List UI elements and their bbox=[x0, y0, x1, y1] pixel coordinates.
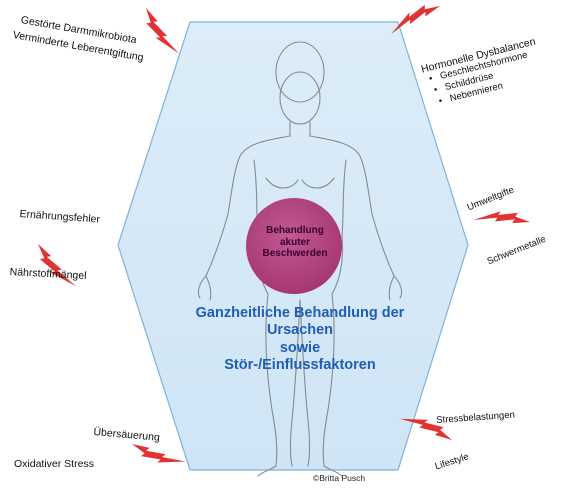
label-oxidative-stress: Oxidativer Stress bbox=[14, 458, 94, 470]
lightning-icon-top-left bbox=[146, 8, 180, 54]
circle-label-line: akuter bbox=[279, 236, 310, 248]
center-title-line: sowie bbox=[279, 339, 321, 356]
center-title-line: Ganzheitliche Behandlung der bbox=[195, 305, 405, 321]
acute-treatment-circle bbox=[246, 198, 342, 294]
lightning-icon-bottom-right bbox=[399, 418, 452, 440]
center-title-line: Stör-/Einflussfaktoren bbox=[224, 357, 376, 374]
label-oxidative-stress-text: Oxidativer Stress bbox=[14, 458, 94, 470]
lightning-icon-right-mid bbox=[473, 211, 530, 224]
circle-label-line: Beschwerden bbox=[262, 248, 328, 259]
circle-label-line: Behandlung bbox=[266, 225, 324, 236]
lightning-icon-top-right bbox=[390, 4, 440, 35]
copyright-notice: ©Britta Pusch bbox=[313, 473, 366, 483]
center-title-line: Ursachen bbox=[266, 322, 334, 339]
center-title: Ganzheitliche Behandlung der Ursachen so… bbox=[170, 305, 430, 375]
lightning-icon-bottom-left bbox=[132, 444, 186, 463]
circle-label: Behandlung akuter Beschwerden bbox=[246, 225, 344, 260]
lightning-icon-left-mid bbox=[38, 244, 76, 287]
